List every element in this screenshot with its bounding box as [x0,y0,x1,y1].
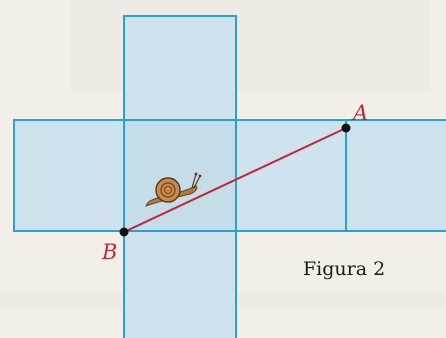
face-center [123,119,237,232]
face-top [123,15,237,121]
point-a [341,123,351,133]
snail-icon [145,172,202,207]
face-far-right [345,119,446,232]
face-right [235,119,347,232]
face-left [13,119,125,232]
segment-ba [123,127,347,233]
face-bottom [123,230,237,338]
point-b [119,227,129,237]
cube-net [13,15,446,338]
figure-caption: Figura 2 [303,258,385,280]
point-a-label: A [351,101,368,125]
point-b-label: B [101,240,117,264]
